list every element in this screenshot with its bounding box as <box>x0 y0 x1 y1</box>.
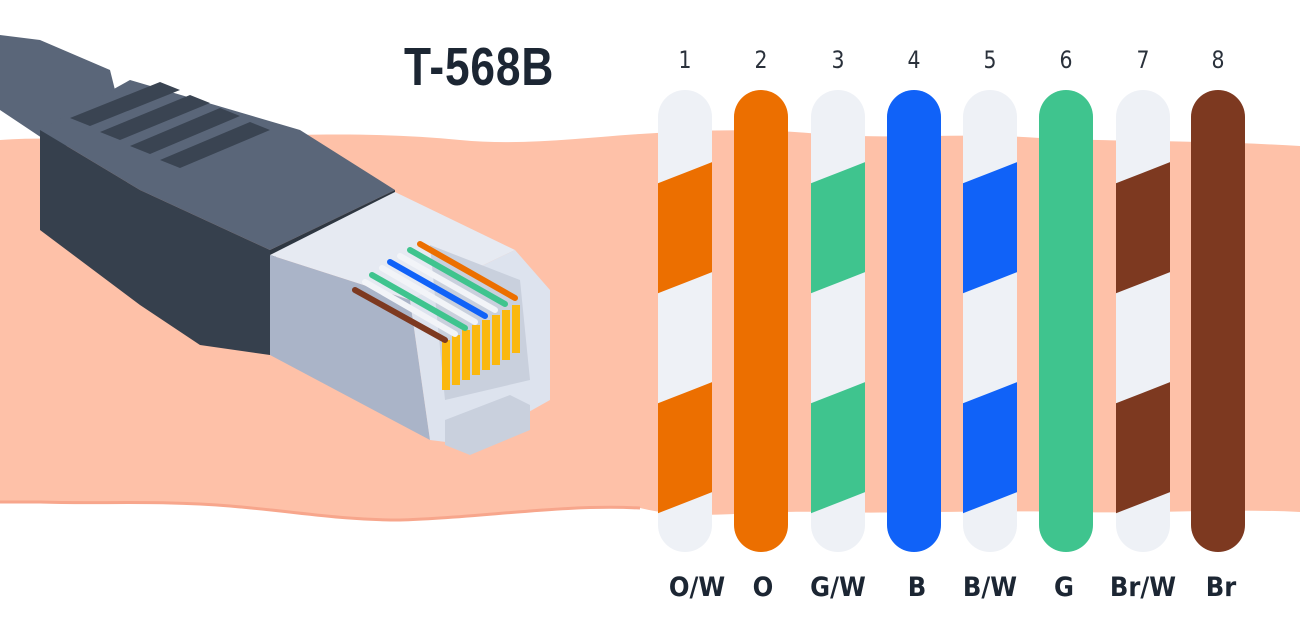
torn-paper-edge-bottom <box>0 500 641 522</box>
wire-label-3: G/W <box>810 572 866 603</box>
wire-pin-8 <box>1191 90 1245 552</box>
pin-number-2: 2 <box>754 46 768 74</box>
wire-label-8: Br <box>1205 572 1237 603</box>
wire-pin-5 <box>963 90 1017 552</box>
wire-label-1: O/W <box>668 572 726 603</box>
pin-number-5: 5 <box>983 46 997 74</box>
wire-pin-3 <box>811 90 865 552</box>
pin-number-6: 6 <box>1059 46 1073 74</box>
wire-label-2: O <box>752 572 774 603</box>
gold-contacts <box>442 305 520 390</box>
wire-label-6: G <box>1054 572 1074 603</box>
pin-number-1: 1 <box>678 46 692 74</box>
wire-pin-7 <box>1116 90 1170 552</box>
plug-internal-wires <box>352 241 518 343</box>
connector-boot-side <box>40 130 270 355</box>
wire-pin-1 <box>658 90 712 552</box>
plug-side <box>270 255 430 440</box>
wire-label-4: B <box>907 572 927 603</box>
wire-pin-4 <box>887 90 941 552</box>
wire-pin-2 <box>734 90 788 552</box>
boot-ridges <box>70 82 270 168</box>
pin-number-4: 4 <box>907 46 921 74</box>
pin-number-8: 8 <box>1211 46 1225 74</box>
plug-latch <box>445 395 530 455</box>
pin-number-7: 7 <box>1136 46 1150 74</box>
wire-label-7: Br/W <box>1109 572 1177 603</box>
wire-pin-6 <box>1039 90 1093 552</box>
diagram-title: T-568B <box>404 37 555 97</box>
wire-label-5: B/W <box>962 572 1018 603</box>
pin-number-3: 3 <box>831 46 845 74</box>
